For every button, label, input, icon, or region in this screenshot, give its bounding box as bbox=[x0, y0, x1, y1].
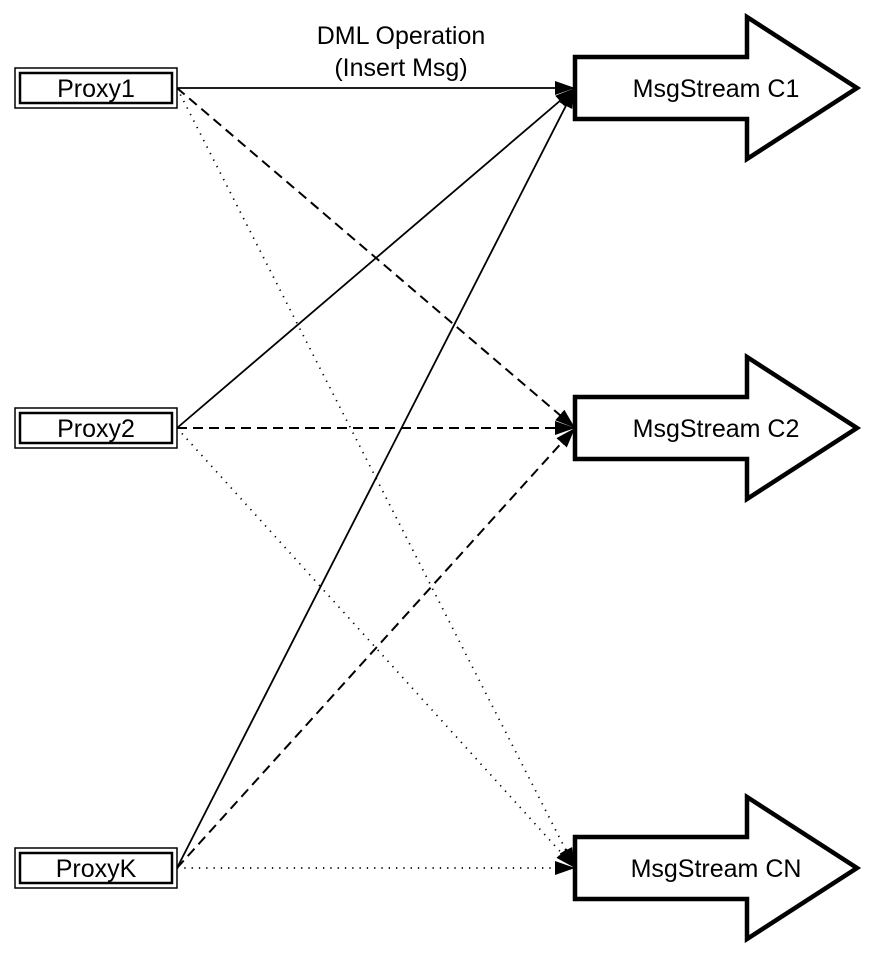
stream-arrow-c1: MsgStream C1 bbox=[572, 12, 862, 164]
proxyk-label: ProxyK bbox=[56, 855, 137, 883]
proxy1-inner-border bbox=[18, 71, 174, 105]
connection-proxy1-c2 bbox=[176, 87, 576, 429]
connection-proxyk-c2 bbox=[176, 427, 576, 869]
proxyk-inner-border bbox=[18, 851, 174, 885]
proxy2-inner-border bbox=[18, 411, 174, 445]
block-arrow-right-icon bbox=[572, 792, 862, 944]
connections-layer bbox=[176, 81, 576, 875]
proxy-box-proxyk: ProxyK bbox=[14, 847, 178, 889]
stream-cn-label: MsgStream CN bbox=[631, 855, 802, 883]
stream-c1-label: MsgStream C1 bbox=[633, 75, 800, 103]
block-arrow-right-icon bbox=[572, 12, 862, 164]
proxy2-outer-border bbox=[14, 407, 178, 449]
block-arrow-right-icon bbox=[572, 352, 862, 504]
proxy-box-proxy2: Proxy2 bbox=[14, 407, 178, 449]
connection-proxyk-c1 bbox=[176, 87, 576, 869]
stream-arrow-c2: MsgStream C2 bbox=[572, 352, 862, 504]
stream-c2-label: MsgStream C2 bbox=[633, 415, 800, 443]
diagram-title: DML Operation (Insert Msg) bbox=[317, 22, 486, 82]
proxy2-label: Proxy2 bbox=[57, 415, 135, 443]
proxy-box-proxy1: Proxy1 bbox=[14, 67, 178, 109]
proxy1-outer-border bbox=[14, 67, 178, 109]
stream-arrow-cn: MsgStream CN bbox=[572, 792, 862, 944]
title-line1: DML Operation bbox=[317, 22, 486, 50]
proxy1-label: Proxy1 bbox=[57, 75, 135, 103]
title-line2: (Insert Msg) bbox=[334, 54, 467, 82]
proxyk-outer-border bbox=[14, 847, 178, 889]
